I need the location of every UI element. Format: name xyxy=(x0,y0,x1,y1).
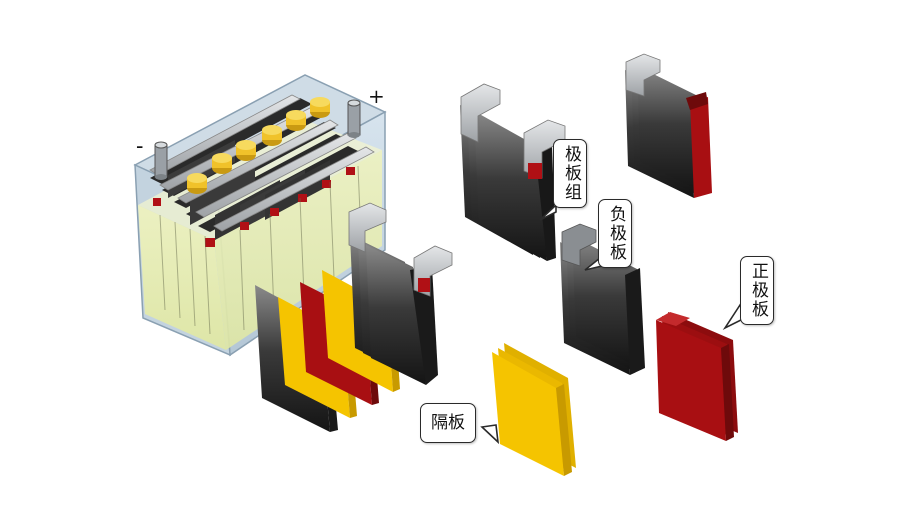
separator-label: 隔板 xyxy=(420,403,476,443)
vent-cap xyxy=(187,173,207,194)
positive-terminal xyxy=(348,100,360,138)
vent-cap xyxy=(310,97,330,118)
positive-sign: + xyxy=(368,84,385,108)
vent-cap xyxy=(286,110,306,131)
negative-plate-label: 负极板 xyxy=(598,199,632,268)
positive-plate-group xyxy=(625,54,712,198)
vent-cap xyxy=(212,153,232,174)
negative-sign: - xyxy=(136,134,143,159)
separator-stack xyxy=(492,343,576,476)
vent-cap xyxy=(262,125,282,146)
vent-cap xyxy=(236,140,256,161)
plate-group-label: 极板组 xyxy=(553,139,587,208)
positive-plate-stack xyxy=(656,312,738,441)
positive-plate-label: 正极板 xyxy=(740,256,774,325)
negative-terminal xyxy=(155,142,167,180)
plate-group-assembly xyxy=(460,84,565,261)
